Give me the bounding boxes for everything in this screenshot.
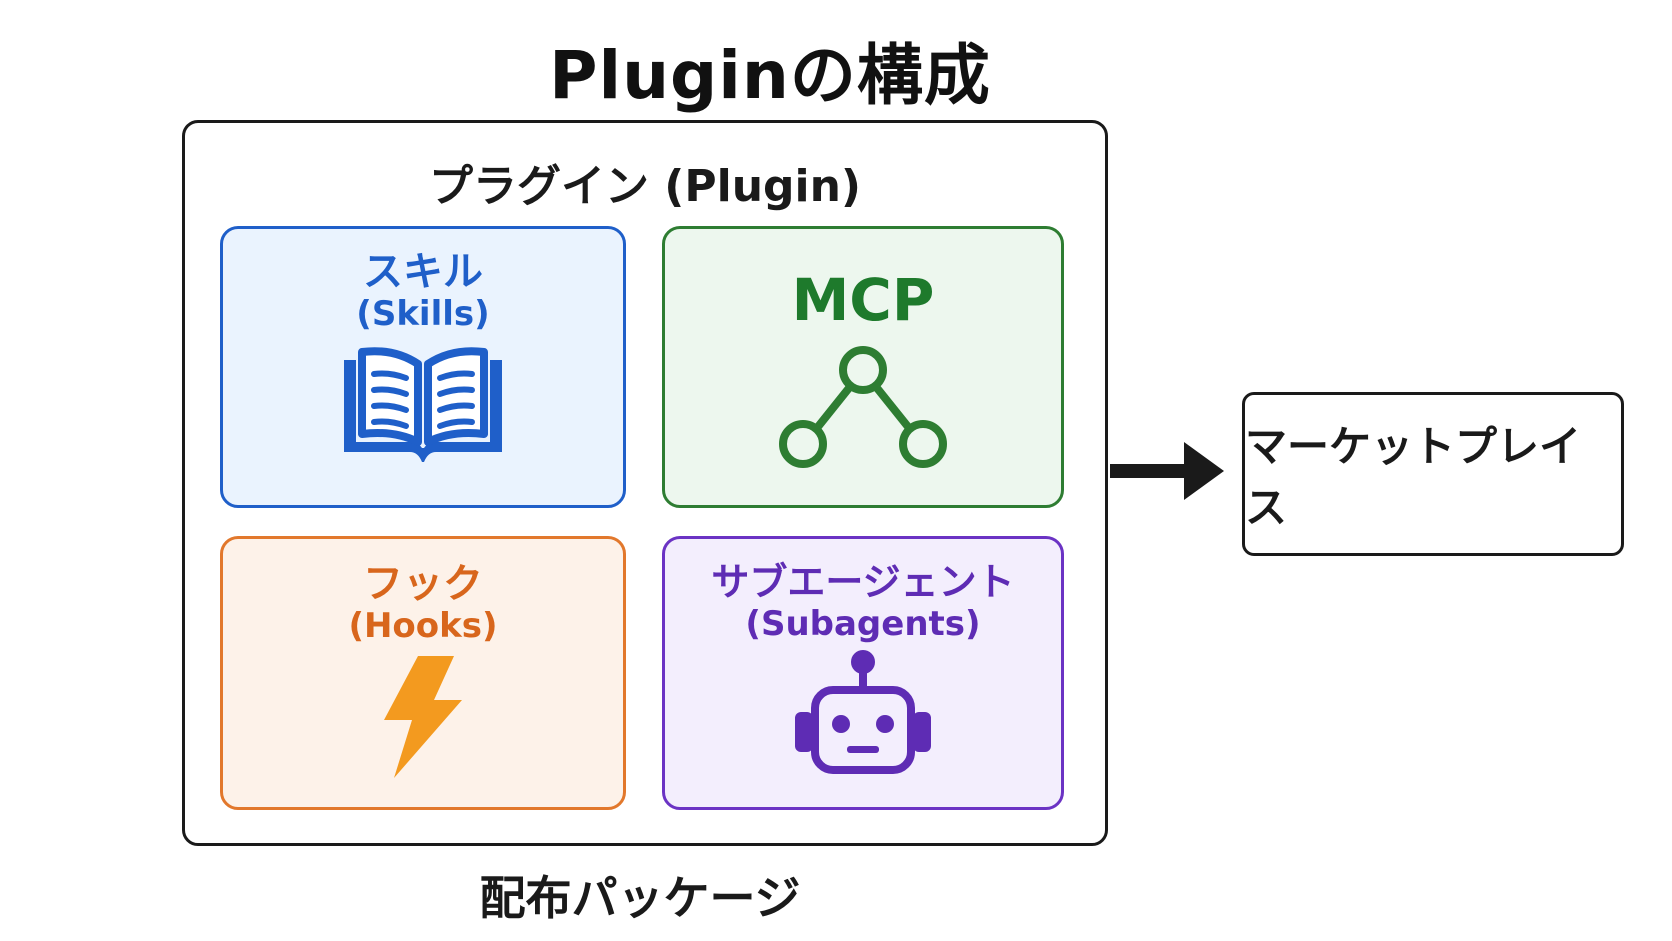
- hooks-label: フック (Hooks): [348, 561, 497, 646]
- mcp-label: MCP: [791, 266, 935, 334]
- lightning-bolt-icon: [384, 656, 462, 779]
- subagents-card: サブエージェント (Subagents): [662, 536, 1064, 810]
- open-book-icon: [344, 347, 502, 463]
- skills-label-jp: スキル: [362, 249, 483, 295]
- network-nodes-icon: [779, 345, 947, 468]
- distribution-package-label: 配布パッケージ: [479, 871, 801, 925]
- marketplace-box: マーケットプレイス: [1242, 392, 1624, 556]
- mcp-card: MCP: [662, 226, 1064, 508]
- subagents-label-en: (Subagents): [745, 603, 981, 644]
- robot-icon: [795, 649, 931, 774]
- marketplace-label: マーケットプレイス: [1245, 422, 1582, 532]
- subagents-label: サブエージェント (Subagents): [711, 560, 1015, 644]
- skills-label: スキル (Skills): [356, 249, 489, 334]
- plugin-title: プラグイン (Plugin): [428, 161, 862, 212]
- page-title: Pluginの構成: [549, 37, 991, 114]
- right-arrow-icon: [1110, 442, 1224, 500]
- hooks-label-en: (Hooks): [348, 606, 498, 646]
- hooks-label-jp: フック: [362, 561, 483, 607]
- skills-label-en: (Skills): [356, 294, 490, 334]
- hooks-card: フック (Hooks): [220, 536, 626, 810]
- subagents-label-jp: サブエージェント: [711, 560, 1015, 604]
- skills-card: スキル (Skills): [220, 226, 626, 508]
